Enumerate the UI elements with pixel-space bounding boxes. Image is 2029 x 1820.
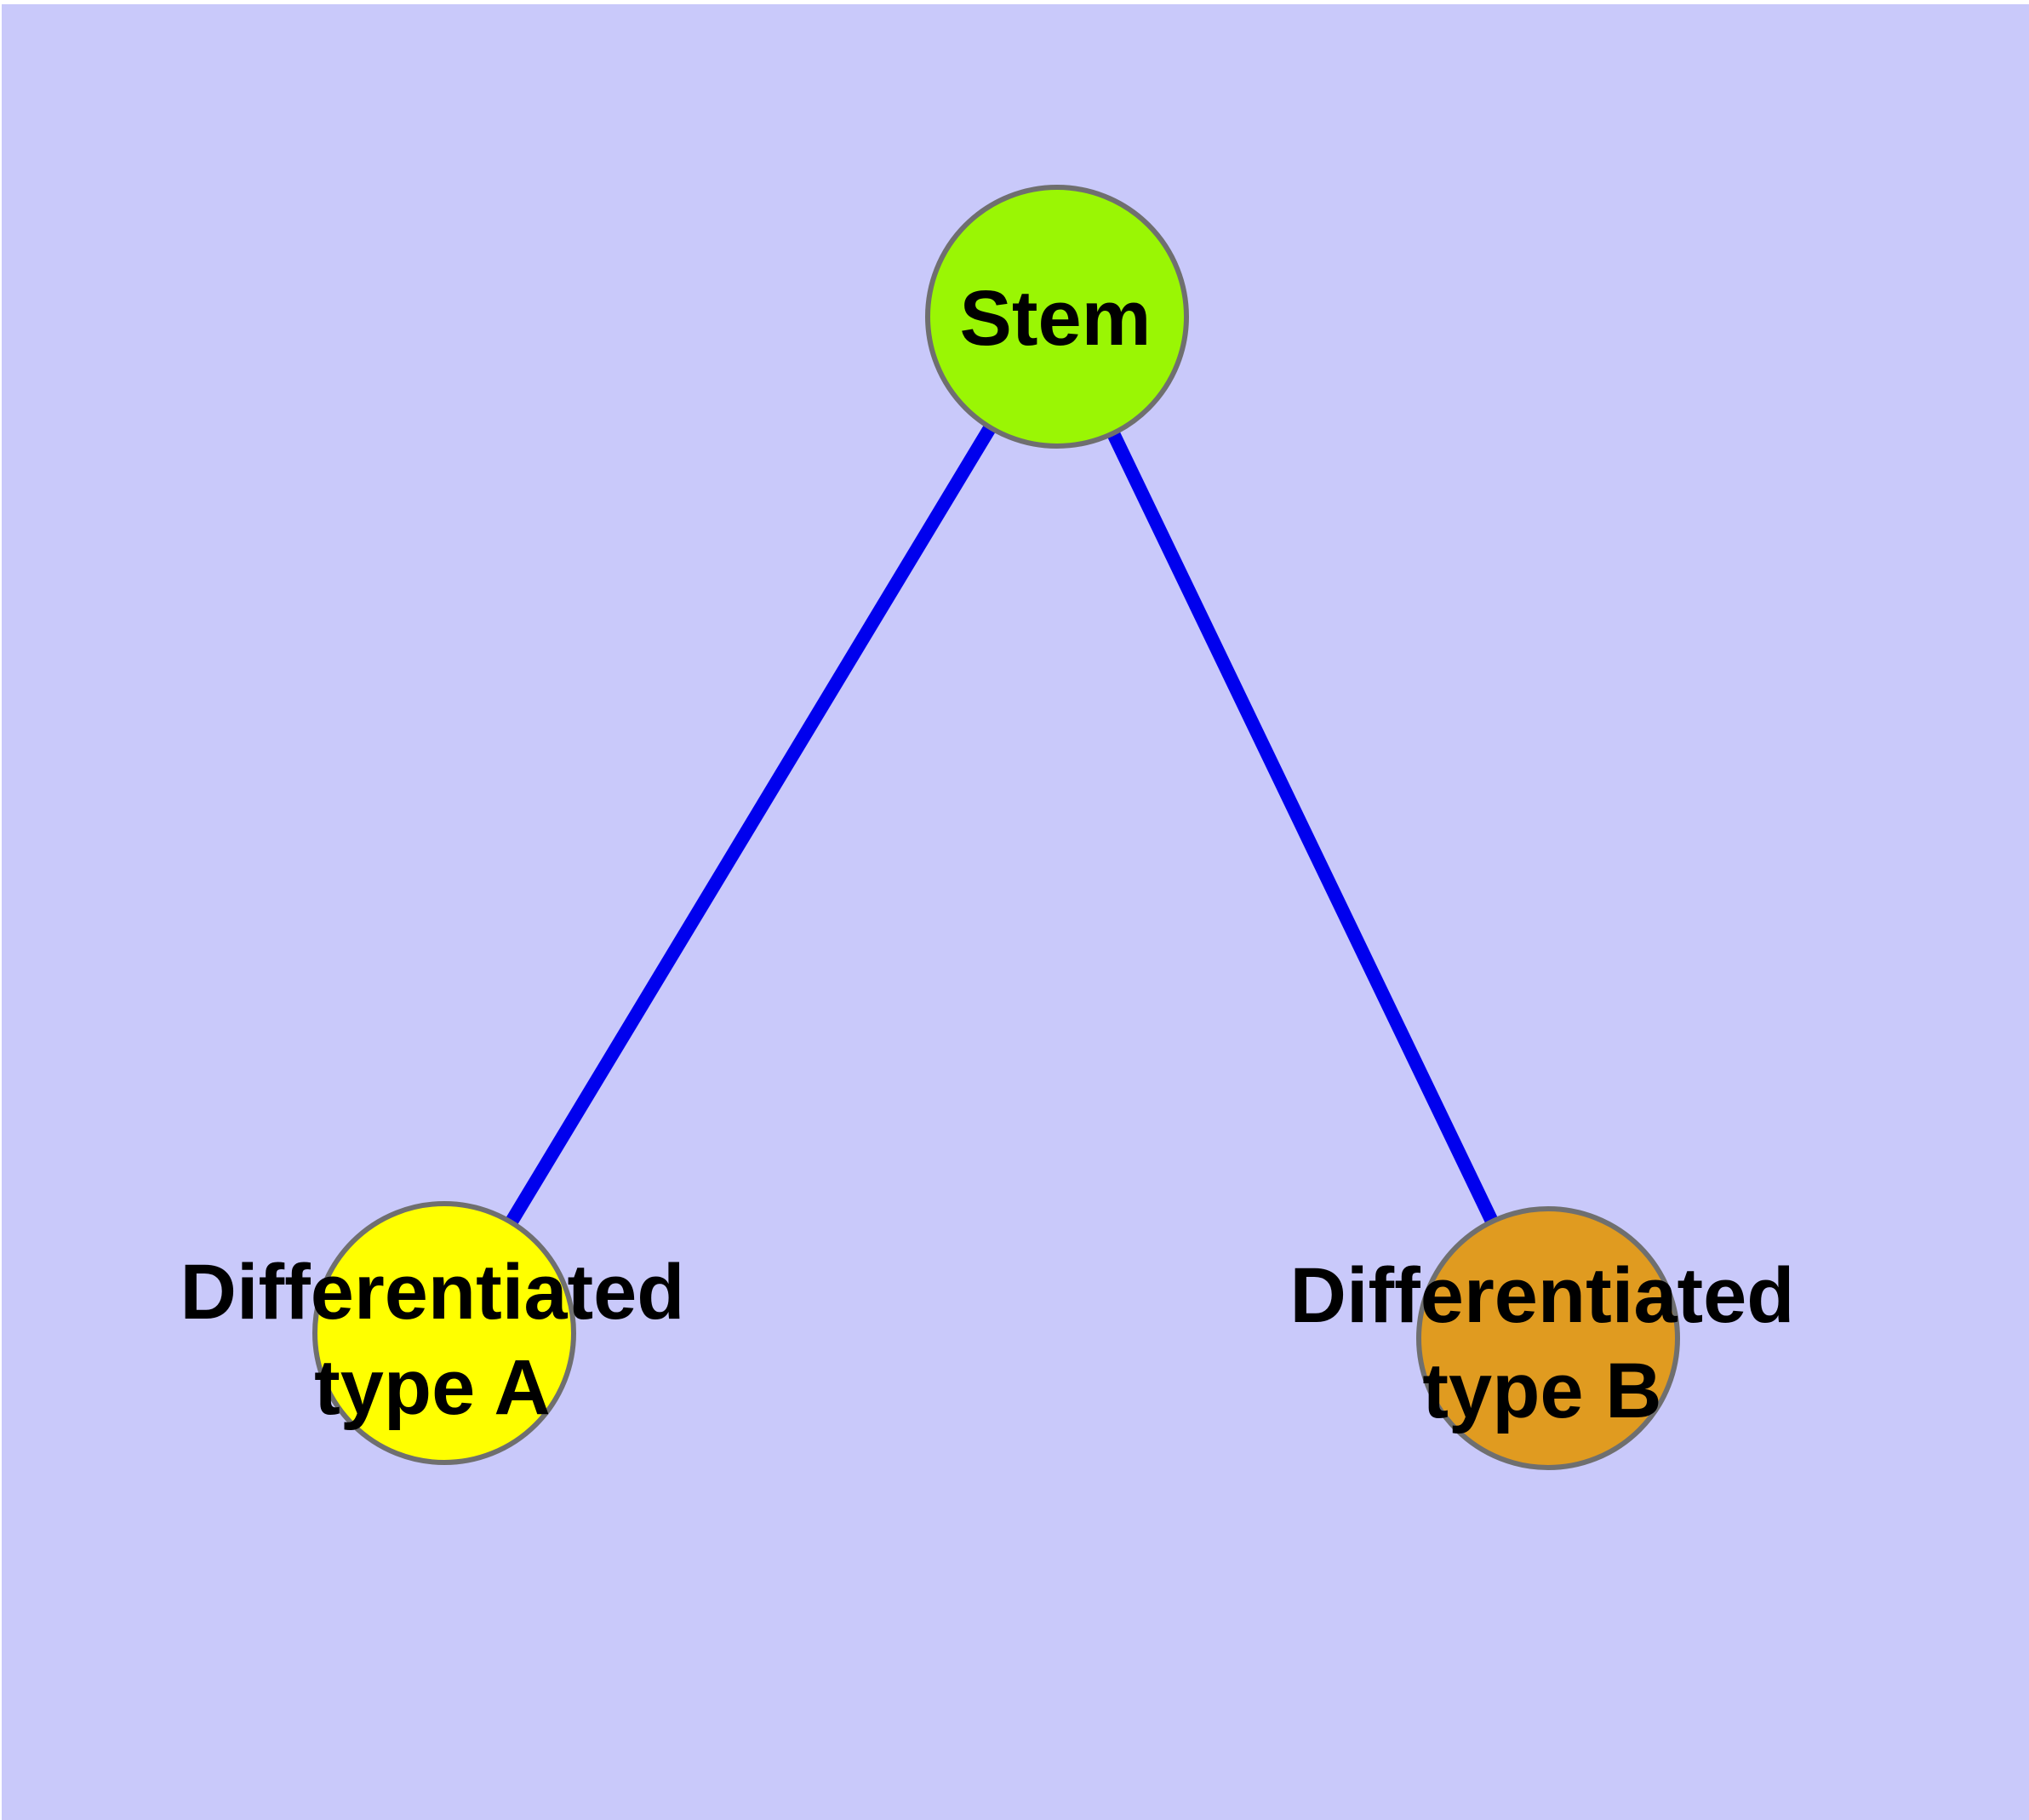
node-stem: Stem xyxy=(925,185,1189,449)
node-differentiated-type-a-circle xyxy=(312,1201,576,1465)
node-differentiated-type-a-label-line2: type A xyxy=(314,1344,551,1431)
edge-group xyxy=(438,312,1555,1342)
node-differentiated-type-b-label-line2: type B xyxy=(1422,1348,1661,1434)
node-differentiated-type-a: Differentiated type A xyxy=(180,1201,685,1465)
node-stem-label: Stem xyxy=(960,275,1152,362)
node-differentiated-type-a-label-line1: Differentiated xyxy=(180,1249,685,1336)
node-differentiated-type-b-label-line1: Differentiated xyxy=(1290,1252,1795,1339)
node-differentiated-type-b: Differentiated type B xyxy=(1290,1206,1795,1470)
node-differentiated-type-b-circle xyxy=(1416,1206,1680,1470)
node-stem-circle xyxy=(925,185,1189,449)
edge-stem-to-type-a xyxy=(438,312,1063,1337)
edge-stem-to-type-b xyxy=(1050,313,1555,1342)
